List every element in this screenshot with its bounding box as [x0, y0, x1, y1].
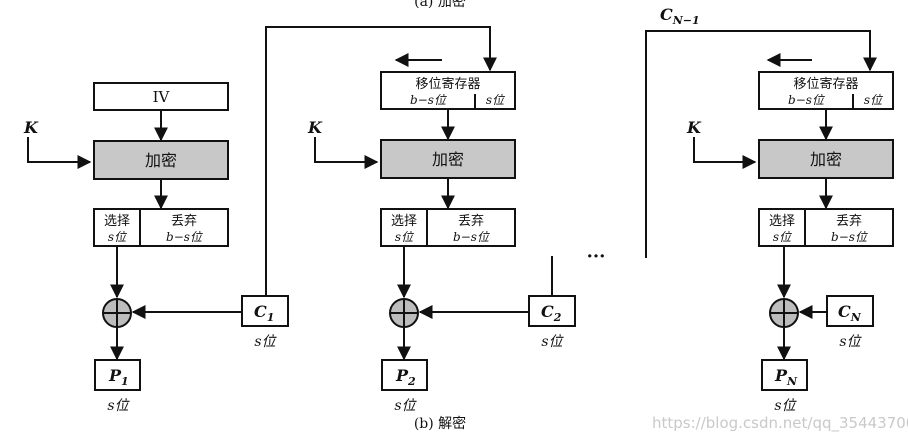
plaintext-bits: s位 [394, 398, 417, 414]
top-caption: (a) 加密 [414, 0, 466, 10]
shift-register-box [380, 71, 516, 110]
select-discard-box [380, 208, 516, 247]
plaintext-label: P1 [108, 366, 129, 388]
xor-icon [389, 298, 419, 328]
shift-right-label: s位 [864, 93, 883, 107]
encrypt-box [758, 139, 894, 179]
select-sub-label: s位 [395, 230, 414, 244]
feedback-label: CN−1 [660, 5, 700, 27]
shift-right-label: s位 [486, 93, 505, 107]
key-label: K [307, 118, 323, 137]
plaintext-bits: s位 [107, 398, 130, 414]
shift-left-label: b−s位 [788, 93, 825, 107]
shift-register-label: 移位寄存器 [415, 76, 480, 92]
plaintext-bits: s位 [774, 398, 797, 414]
stage-n: CN−1 移位寄存器 b−s位 s位 K 加密 选择 s位 丢弃 b−s位 PN… [645, 5, 894, 414]
ciphertext-bits: s位 [254, 334, 277, 350]
stage-1: IV K 加密 选择 s位 丢弃 b−s位 P1 s位 C1 s位 [23, 26, 497, 414]
select-sub-label: s位 [108, 230, 127, 244]
select-label: 选择 [769, 214, 795, 229]
xor-icon [769, 298, 799, 328]
bottom-caption: (b) 解密 [414, 415, 466, 432]
shift-left-label: b−s位 [410, 93, 447, 107]
plaintext-label: PN [774, 366, 798, 388]
ciphertext-label: C2 [541, 302, 562, 324]
shift-register-label: 移位寄存器 [793, 76, 858, 92]
plaintext-box [761, 359, 808, 391]
discard-label: 丢弃 [171, 214, 197, 229]
select-label: 选择 [104, 214, 130, 229]
encrypt-label: 加密 [145, 151, 177, 170]
select-discard-box [758, 208, 894, 247]
watermark: https://blog.csdn.net/qq_35443700 [652, 414, 908, 433]
discard-sub-label: b−s位 [166, 230, 203, 244]
discard-sub-label: b−s位 [453, 230, 490, 244]
select-discard-box [93, 208, 229, 247]
discard-label: 丢弃 [836, 214, 862, 229]
discard-label: 丢弃 [458, 214, 484, 229]
ciphertext-bits: s位 [541, 334, 564, 350]
stage-2: 移位寄存器 b−s位 s位 K 加密 选择 s位 丢弃 b−s位 P2 s位 C… [307, 53, 576, 414]
iv-label: IV [153, 88, 171, 106]
encrypt-label: 加密 [432, 150, 464, 169]
plaintext-box [381, 359, 428, 391]
select-sub-label: s位 [773, 230, 792, 244]
shift-register-box [758, 71, 894, 110]
plaintext-label: P2 [395, 366, 416, 388]
encrypt-label: 加密 [810, 150, 842, 169]
key-label: K [686, 118, 702, 137]
ciphertext-bits: s位 [839, 334, 862, 350]
key-label: K [23, 118, 39, 137]
discard-sub-label: b−s位 [831, 230, 868, 244]
select-label: 选择 [391, 214, 417, 229]
ciphertext-label: C1 [254, 302, 274, 324]
ellipsis: ··· [587, 246, 606, 267]
ciphertext-label: CN [838, 302, 862, 324]
plaintext-box [94, 359, 141, 391]
encrypt-box [380, 139, 516, 179]
xor-icon [102, 298, 132, 328]
